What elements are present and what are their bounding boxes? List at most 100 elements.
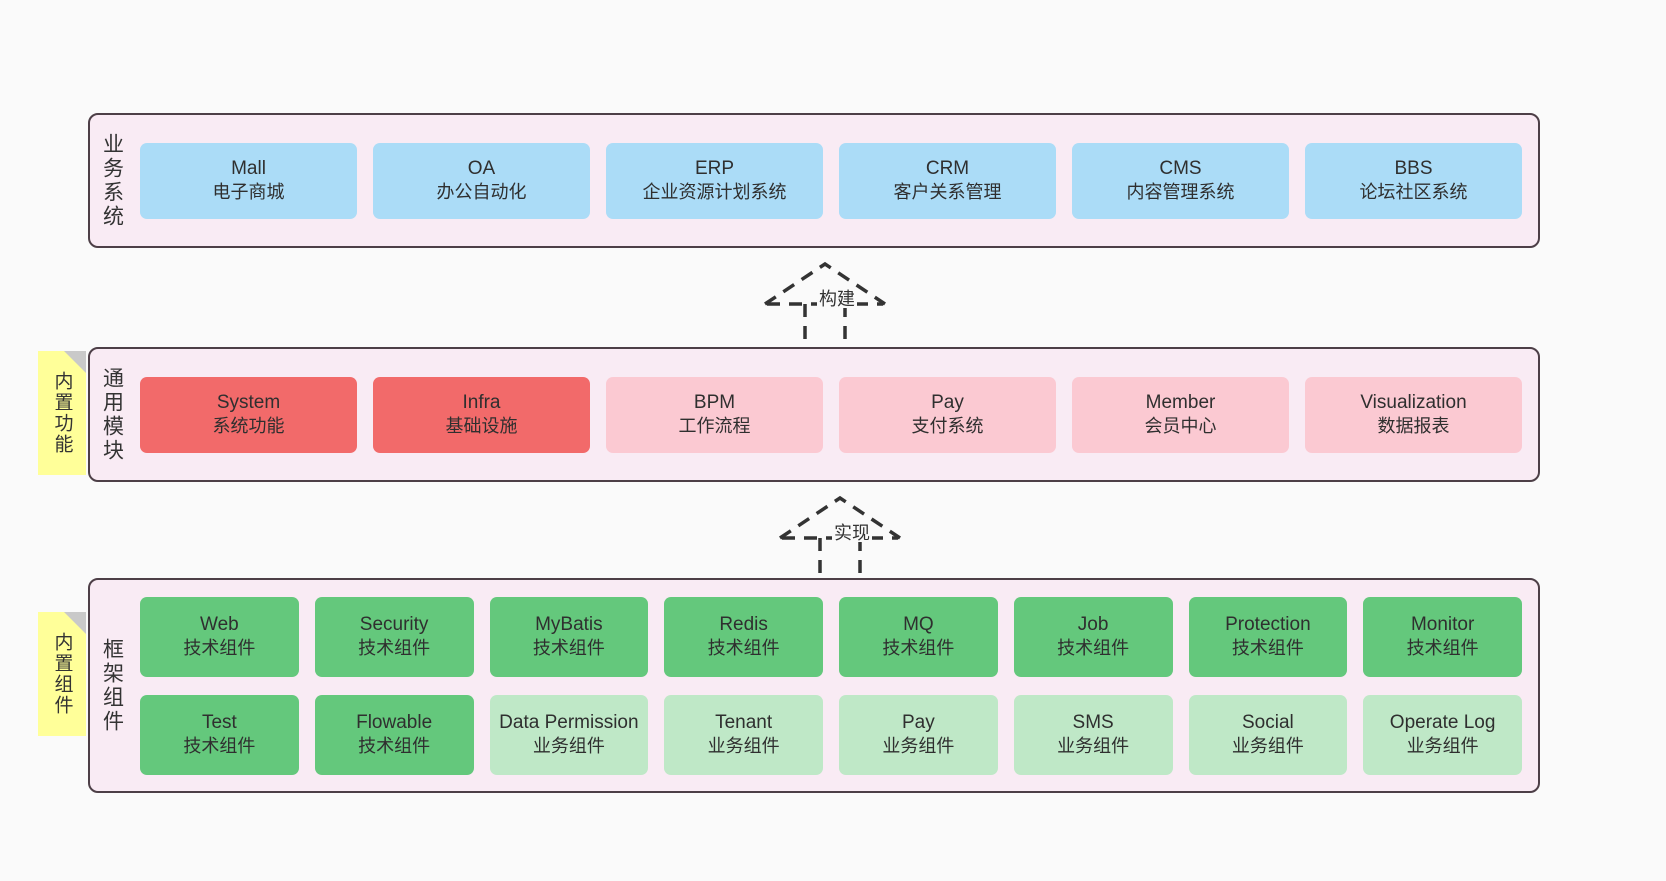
- box-title: System: [216, 391, 281, 413]
- row-tech-components: Web 技术组件 Security 技术组件 MyBatis 技术组件 Redi…: [140, 596, 1522, 677]
- box-monitor[interactable]: Monitor 技术组件: [1363, 596, 1522, 677]
- box-title: Redis: [719, 613, 768, 635]
- box-mq[interactable]: MQ 技术组件: [839, 596, 998, 677]
- row-business-components: Test 技术组件 Flowable 技术组件 Data Permission …: [140, 694, 1522, 775]
- connector-implement-label: 实现: [832, 523, 872, 543]
- box-title: CRM: [925, 157, 970, 179]
- box-subtitle: 业务组件: [1231, 736, 1304, 757]
- box-title: Data Permission: [499, 711, 639, 733]
- box-subtitle: 技术组件: [1057, 638, 1130, 659]
- box-erp[interactable]: ERP 企业资源计划系统: [606, 142, 823, 219]
- connector-shaft: [803, 304, 847, 354]
- box-subtitle: 技术组件: [532, 638, 605, 659]
- box-security[interactable]: Security 技术组件: [314, 596, 474, 677]
- box-subtitle: 内容管理系统: [1126, 182, 1235, 203]
- box-redis[interactable]: Redis 技术组件: [664, 596, 823, 677]
- box-subtitle: 技术组件: [1406, 638, 1479, 659]
- box-title: Monitor: [1410, 613, 1475, 635]
- box-title: Job: [1077, 613, 1109, 635]
- box-title: SMS: [1072, 711, 1114, 733]
- box-subtitle: 技术组件: [183, 638, 256, 659]
- box-sms[interactable]: SMS 业务组件: [1013, 694, 1173, 775]
- box-subtitle: 技术组件: [707, 638, 780, 659]
- box-infra[interactable]: Infra 基础设施: [373, 376, 590, 453]
- box-title: Visualization: [1360, 391, 1467, 413]
- box-tenant[interactable]: Tenant 业务组件: [664, 694, 823, 775]
- box-subtitle: 系统功能: [212, 416, 285, 437]
- box-subtitle: 业务组件: [882, 736, 955, 757]
- layer-business-systems: 业务系统 Mall 电子商城 OA 办公自动化 ERP 企业资源计划系统 CRM…: [88, 113, 1540, 248]
- layer-label-common-modules: 通用模块: [100, 366, 124, 463]
- box-title: CMS: [1159, 157, 1202, 179]
- box-title: Security: [359, 613, 429, 635]
- box-subtitle: 办公自动化: [436, 182, 527, 203]
- box-job[interactable]: Job 技术组件: [1013, 596, 1173, 677]
- box-protection[interactable]: Protection 技术组件: [1188, 596, 1348, 677]
- box-subtitle: 论坛社区系统: [1359, 182, 1468, 203]
- arrowhead-triangle-open: [779, 495, 901, 540]
- row-common-modules: System 系统功能 Infra 基础设施 BPM 工作流程 Pay 支付系统…: [140, 376, 1522, 453]
- box-subtitle: 技术组件: [358, 638, 431, 659]
- box-system[interactable]: System 系统功能: [140, 376, 357, 453]
- layer-label-business-systems: 业务系统: [100, 132, 124, 229]
- sticky-note-fold-icon: [64, 612, 86, 634]
- box-test[interactable]: Test 技术组件: [140, 694, 299, 775]
- box-title: Pay: [931, 391, 964, 413]
- row-business-systems: Mall 电子商城 OA 办公自动化 ERP 企业资源计划系统 CRM 客户关系…: [140, 142, 1522, 219]
- box-title: ERP: [694, 157, 735, 179]
- box-flowable[interactable]: Flowable 技术组件: [314, 694, 474, 775]
- layer-body-common-modules: System 系统功能 Infra 基础设施 BPM 工作流程 Pay 支付系统…: [134, 349, 1538, 480]
- box-subtitle: 业务组件: [532, 736, 605, 757]
- sticky-note-builtin-features: 内置功能: [38, 351, 86, 475]
- box-title: Social: [1242, 711, 1294, 733]
- box-title: Flowable: [356, 711, 433, 733]
- connector-build-label: 构建: [817, 289, 857, 309]
- box-oa[interactable]: OA 办公自动化: [373, 142, 590, 219]
- box-pay-component[interactable]: Pay 业务组件: [839, 694, 998, 775]
- connector-build: 构建: [755, 256, 925, 356]
- box-mall[interactable]: Mall 电子商城: [140, 142, 357, 219]
- box-mybatis[interactable]: MyBatis 技术组件: [489, 596, 649, 677]
- box-web[interactable]: Web 技术组件: [140, 596, 299, 677]
- box-pay-module[interactable]: Pay 支付系统: [839, 376, 1056, 453]
- box-subtitle: 会员中心: [1144, 416, 1217, 437]
- box-operate-log[interactable]: Operate Log 业务组件: [1363, 694, 1522, 775]
- box-title: MQ: [903, 613, 934, 635]
- layer-label-framework-components: 框架组件: [100, 637, 124, 734]
- sticky-note-fold-icon: [64, 351, 86, 373]
- box-title: OA: [467, 157, 496, 179]
- box-crm[interactable]: CRM 客户关系管理: [839, 142, 1056, 219]
- box-bbs[interactable]: BBS 论坛社区系统: [1305, 142, 1522, 219]
- box-title: Operate Log: [1389, 711, 1496, 733]
- box-visualization[interactable]: Visualization 数据报表: [1305, 376, 1522, 453]
- box-subtitle: 业务组件: [707, 736, 780, 757]
- box-title: Mall: [231, 157, 266, 179]
- box-title: Pay: [902, 711, 935, 733]
- box-data-permission[interactable]: Data Permission 业务组件: [489, 694, 649, 775]
- box-cms[interactable]: CMS 内容管理系统: [1072, 142, 1289, 219]
- box-subtitle: 技术组件: [882, 638, 955, 659]
- box-subtitle: 技术组件: [1231, 638, 1304, 659]
- box-social[interactable]: Social 业务组件: [1188, 694, 1348, 775]
- box-subtitle: 业务组件: [1406, 736, 1479, 757]
- box-subtitle: 业务组件: [1057, 736, 1130, 757]
- box-subtitle: 基础设施: [445, 416, 518, 437]
- box-bpm[interactable]: BPM 工作流程: [606, 376, 823, 453]
- layer-common-modules: 通用模块 System 系统功能 Infra 基础设施 BPM 工作流程 Pay…: [88, 347, 1540, 482]
- box-title: BPM: [693, 391, 736, 413]
- sticky-note-label: 内置功能: [51, 371, 73, 455]
- box-subtitle: 工作流程: [678, 416, 751, 437]
- sticky-note-builtin-components: 内置组件: [38, 612, 86, 736]
- box-subtitle: 电子商城: [212, 182, 285, 203]
- box-title: MyBatis: [535, 613, 603, 635]
- box-title: Protection: [1225, 613, 1311, 635]
- box-subtitle: 企业资源计划系统: [642, 182, 787, 203]
- box-title: BBS: [1394, 157, 1433, 179]
- box-title: Infra: [462, 391, 501, 413]
- connector-implement: 实现: [770, 490, 940, 590]
- box-title: Tenant: [715, 711, 773, 733]
- box-subtitle: 数据报表: [1377, 416, 1450, 437]
- layer-body-business-systems: Mall 电子商城 OA 办公自动化 ERP 企业资源计划系统 CRM 客户关系…: [134, 115, 1538, 246]
- box-subtitle: 技术组件: [183, 736, 256, 757]
- box-member[interactable]: Member 会员中心: [1072, 376, 1289, 453]
